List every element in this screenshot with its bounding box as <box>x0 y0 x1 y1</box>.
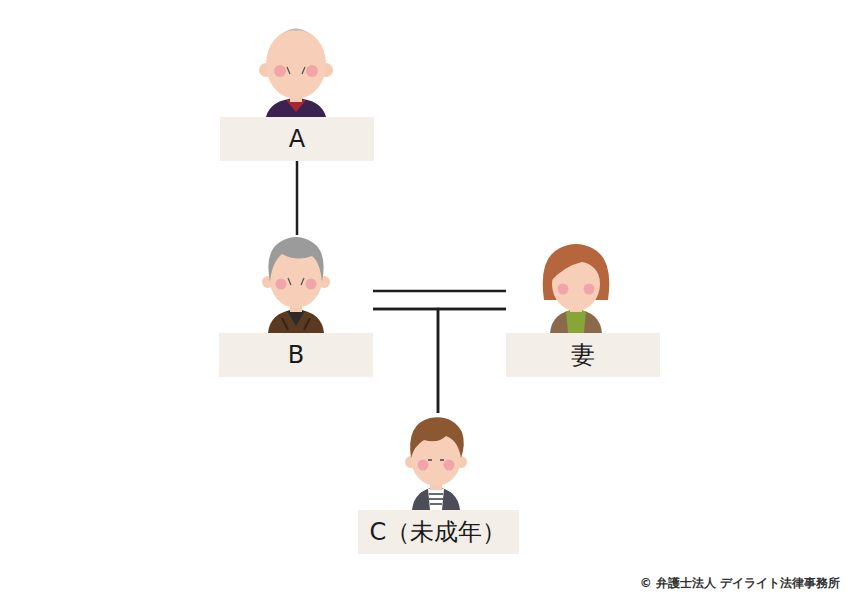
wife-figure <box>543 244 610 333</box>
person-name: B <box>288 343 304 367</box>
person-name: 妻 <box>571 343 595 367</box>
family-line <box>296 161 299 235</box>
name-plate: 妻 <box>506 333 660 377</box>
copyright-note: © 弁護士法人 デイライト法律事務所 <box>640 575 840 592</box>
child-c-figure <box>405 417 467 510</box>
family-line <box>373 309 438 413</box>
name-plate: A <box>220 117 374 161</box>
person-name: A <box>289 127 305 151</box>
name-plate: B <box>219 333 373 377</box>
person-name: C（未成年） <box>370 520 507 544</box>
family-line <box>373 291 506 309</box>
person-node: B <box>219 235 373 377</box>
person-b-figure <box>262 237 330 333</box>
person-node: 妻 <box>506 243 660 377</box>
person-node: C（未成年） <box>358 413 519 554</box>
person-node: A <box>220 28 374 161</box>
name-plate: C（未成年） <box>358 510 519 554</box>
person-a-figure <box>259 29 333 118</box>
family-line <box>438 309 506 413</box>
